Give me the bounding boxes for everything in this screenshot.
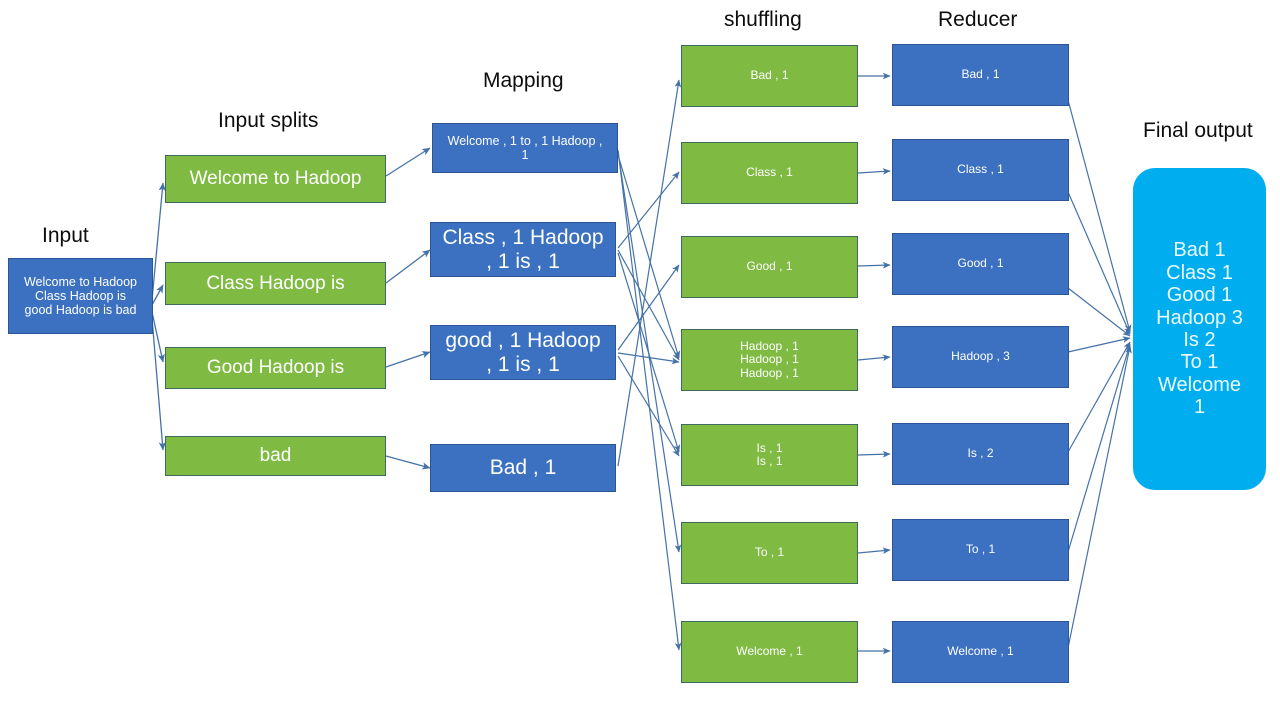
shuffling-box-5[interactable]: Is , 1 Is , 1	[681, 424, 858, 486]
input-line: Welcome to Hadoop	[23, 275, 138, 289]
mapping-line: Welcome , 1 to , 1 Hadoop ,	[447, 134, 603, 148]
input-split-box-4[interactable]: bad	[165, 436, 386, 476]
shuffling-box-3[interactable]: Good , 1	[681, 236, 858, 298]
reducer-line: Bad , 1	[961, 67, 1000, 82]
reducer-box-7[interactable]: Welcome , 1	[892, 621, 1069, 683]
input-split-label: Class Hadoop is	[206, 272, 345, 294]
shuffling-box-4[interactable]: Hadoop , 1 Hadoop , 1 Hadoop , 1	[681, 329, 858, 391]
final-output-line: Good 1	[1166, 284, 1233, 307]
input-line: good Hadoop is bad	[24, 303, 137, 317]
final-output-text: Bad 1 Class 1 Good 1 Hadoop 3 Is 2 To 1 …	[1156, 239, 1243, 418]
input-split-box-1[interactable]: Welcome to Hadoop	[165, 155, 386, 203]
final-output-line: Welcome	[1158, 373, 1241, 396]
shuffling-box-text: Hadoop , 1 Hadoop , 1 Hadoop , 1	[740, 338, 799, 380]
shuffling-box-text: Is , 1 Is , 1	[756, 440, 783, 469]
mapping-line: , 1 is , 1	[486, 352, 560, 376]
shuffling-box-text: Bad , 1	[750, 68, 789, 83]
final-output-line: Is 2	[1183, 329, 1216, 351]
shuffling-line: To , 1	[754, 545, 785, 560]
reducer-box-5[interactable]: Is , 2	[892, 423, 1069, 485]
shuffling-box-1[interactable]: Bad , 1	[681, 45, 858, 107]
mapping-line: Bad , 1	[489, 456, 557, 480]
shuffling-box-text: Class , 1	[746, 165, 793, 180]
input-line: Class Hadoop is	[34, 289, 126, 303]
final-output-line: To 1	[1180, 351, 1219, 374]
input-split-box-2[interactable]: Class Hadoop is	[165, 262, 386, 305]
shuffling-line: Hadoop , 1	[740, 352, 799, 367]
shuffling-line: Bad , 1	[750, 68, 789, 83]
mapping-line: Class , 1 Hadoop	[442, 225, 604, 249]
shuffling-line: Hadoop , 1	[740, 338, 799, 353]
reducer-box-1[interactable]: Bad , 1	[892, 44, 1069, 106]
shuffling-box-6[interactable]: To , 1	[681, 522, 858, 584]
reducer-line: Class , 1	[957, 162, 1004, 177]
mapping-line: good , 1 Hadoop	[445, 328, 601, 352]
mapping-box-text: good , 1 Hadoop , 1 is , 1	[445, 329, 600, 376]
reducer-line: To , 1	[965, 542, 996, 557]
final-output-line: Hadoop 3	[1156, 306, 1243, 329]
shuffling-box-7[interactable]: Welcome , 1	[681, 621, 858, 683]
final-output-line: Bad 1	[1173, 239, 1226, 262]
mapping-line: , 1 is , 1	[486, 249, 560, 273]
input-split-label: Good Hadoop is	[206, 357, 345, 379]
input-split-label: Welcome to Hadoop	[189, 168, 362, 190]
header-input-splits: Input splits	[218, 109, 319, 132]
header-final-output: Final output	[1143, 119, 1253, 142]
reducer-line: Good , 1	[957, 256, 1004, 271]
shuffling-line: Hadoop , 1	[740, 365, 799, 380]
shuffling-line: Is , 1	[756, 454, 783, 468]
shuffling-line: Welcome , 1	[736, 644, 803, 659]
mapping-box-2[interactable]: Class , 1 Hadoop , 1 is , 1	[430, 222, 616, 277]
input-box-text: Welcome to Hadoop Class Hadoop is good H…	[24, 275, 137, 317]
shuffling-box-text: Welcome , 1	[736, 644, 803, 659]
mapping-box-3[interactable]: good , 1 Hadoop , 1 is , 1	[430, 325, 616, 380]
mapping-box-text: Welcome , 1 to , 1 Hadoop , 1	[448, 134, 603, 162]
mapping-line: 1	[521, 148, 529, 162]
shuffling-box-text: To , 1	[754, 545, 785, 560]
shuffling-line: Good , 1	[746, 259, 793, 274]
header-reducer: Reducer	[938, 8, 1018, 31]
final-output-box[interactable]: Bad 1 Class 1 Good 1 Hadoop 3 Is 2 To 1 …	[1133, 168, 1266, 490]
mapping-box-text: Class , 1 Hadoop , 1 is , 1	[442, 226, 603, 273]
mapping-box-4[interactable]: Bad , 1	[430, 444, 616, 492]
input-split-label: bad	[259, 445, 292, 467]
shuffling-box-text: Good , 1	[746, 259, 793, 274]
shuffling-line: Is , 1	[756, 440, 783, 455]
shuffling-line: Class , 1	[746, 165, 793, 180]
input-split-box-3[interactable]: Good Hadoop is	[165, 347, 386, 389]
input-box[interactable]: Welcome to Hadoop Class Hadoop is good H…	[8, 258, 153, 334]
reducer-line: Hadoop , 3	[951, 349, 1010, 364]
reducer-box-2[interactable]: Class , 1	[892, 139, 1069, 201]
reducer-box-6[interactable]: To , 1	[892, 519, 1069, 581]
header-mapping: Mapping	[483, 69, 564, 92]
reducer-line: Welcome , 1	[947, 644, 1014, 659]
mapping-box-1[interactable]: Welcome , 1 to , 1 Hadoop , 1	[432, 123, 618, 173]
shuffling-box-2[interactable]: Class , 1	[681, 142, 858, 204]
header-shuffling: shuffling	[724, 8, 802, 31]
reducer-box-4[interactable]: Hadoop , 3	[892, 326, 1069, 388]
header-input: Input	[42, 224, 89, 247]
reducer-box-3[interactable]: Good , 1	[892, 233, 1069, 295]
final-output-line: Class 1	[1166, 261, 1233, 284]
reducer-line: Is , 2	[967, 446, 994, 461]
final-output-line: 1	[1193, 396, 1206, 419]
